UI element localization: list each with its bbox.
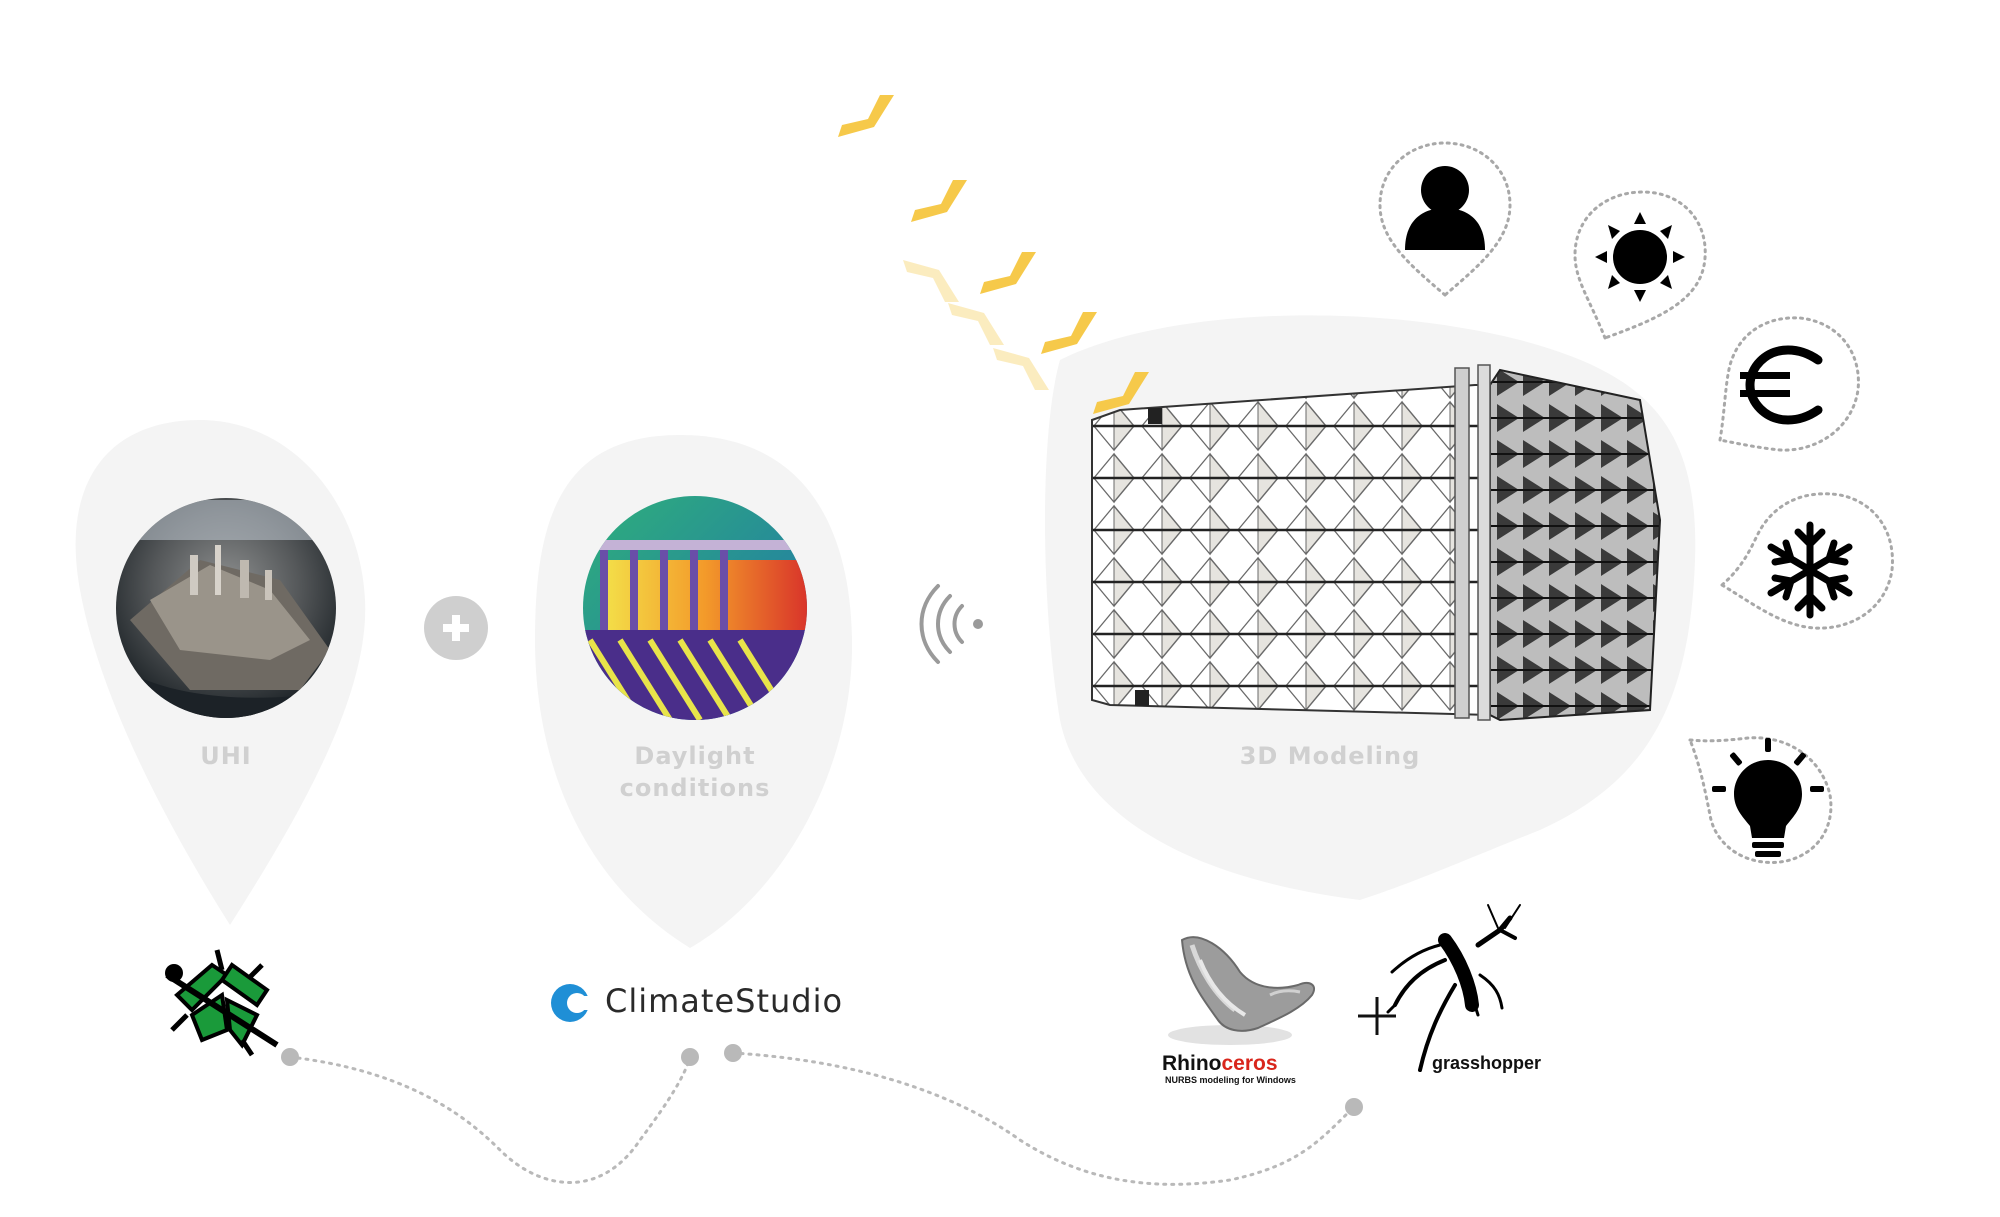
climatestudio-icon [551, 984, 593, 1022]
rhinoceros-label: Rhinoceros [1162, 1052, 1278, 1075]
path-dot-climatestudio-a [681, 1048, 699, 1066]
path-dot-climatestudio-b [724, 1044, 742, 1062]
dotted-path-2 [731, 1051, 1356, 1186]
person-icon [1405, 166, 1485, 250]
euro-icon [1740, 345, 1823, 425]
facade-side [1489, 368, 1662, 722]
snowflake-icon [1767, 521, 1853, 619]
ladybug-logo [165, 949, 279, 1057]
sun-icon [1595, 212, 1685, 302]
grasshopper-label: grasshopper [1432, 1053, 1542, 1073]
rhino-icon [1168, 936, 1316, 1045]
path-dot-rhino [1345, 1098, 1363, 1116]
lightbulb-icon [1712, 738, 1824, 857]
pin-euro [1718, 316, 1860, 452]
path-dot-ladybug [281, 1048, 299, 1066]
node-label-daylight: Daylight conditions [619, 742, 771, 802]
node-label-3d-modeling: 3D Modeling [1239, 742, 1421, 770]
plus-sign [1358, 997, 1396, 1035]
node-label-uhi: UHI [200, 742, 252, 770]
climatestudio-label: ClimateStudio [605, 982, 844, 1020]
rhinoceros-subtitle: NURBS modeling for Windows [1165, 1075, 1296, 1085]
grasshopper-icon [1386, 904, 1521, 1072]
dotted-path [288, 1055, 692, 1184]
